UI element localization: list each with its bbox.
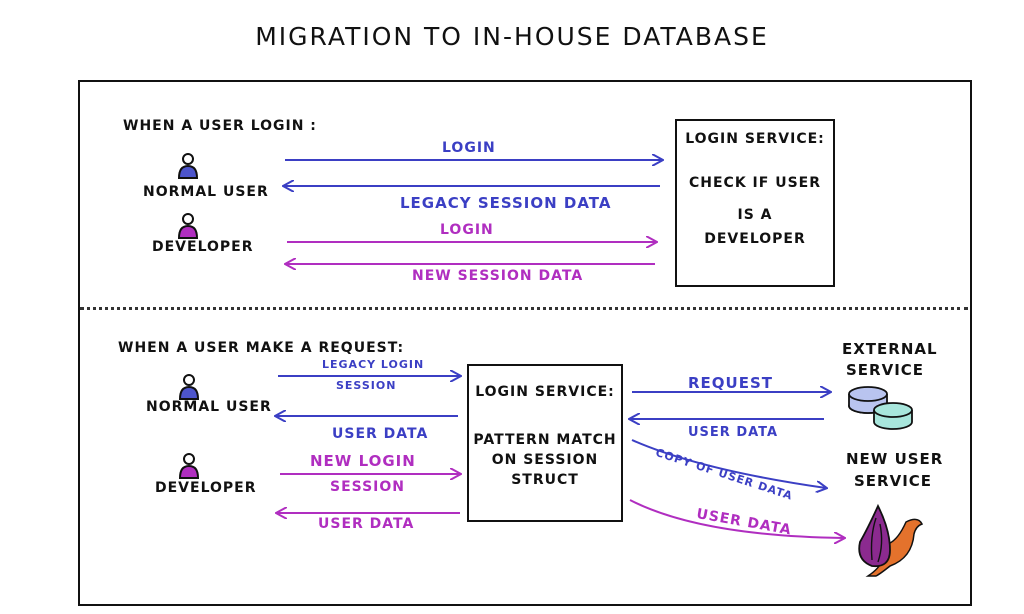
service-line: STRUCT <box>511 472 579 488</box>
new-user-service-label: SERVICE <box>854 472 933 490</box>
new-user-service-label: NEW USER <box>846 450 944 468</box>
normal-user-label: NORMAL USER <box>143 184 269 200</box>
arrow-new-login-label: SESSION <box>330 479 406 495</box>
user-icon <box>177 453 201 479</box>
service-line: ON SESSION <box>491 452 599 468</box>
arrow-user-data-label: USER DATA <box>318 516 415 532</box>
user-icon <box>177 374 201 400</box>
arrow-ext-user-data-label: USER DATA <box>688 425 779 440</box>
service-line: PATTERN MATCH <box>473 432 617 448</box>
section-divider <box>80 307 968 310</box>
normal-user-label: NORMAL USER <box>146 399 272 415</box>
user-icon <box>176 213 200 239</box>
elixir-phoenix-logo <box>850 500 930 580</box>
service-title: LOGIN SERVICE: <box>685 131 825 147</box>
login-service-box: LOGIN SERVICE: PATTERN MATCH ON SESSION … <box>467 364 623 522</box>
page-title: MIGRATION TO IN-HOUSE DATABASE <box>255 22 769 51</box>
service-line: DEVELOPER <box>704 231 806 247</box>
service-title: LOGIN SERVICE: <box>475 384 615 400</box>
arrow-user-data-label: USER DATA <box>332 426 429 442</box>
diagram-frame <box>78 80 972 606</box>
section2-heading: WHEN A USER MAKE A REQUEST: <box>118 340 405 356</box>
arrow-login-purple-label: LOGIN <box>440 222 494 238</box>
login-service-box: LOGIN SERVICE: CHECK IF USER IS A DEVELO… <box>675 119 835 287</box>
arrow-request-label: REQUEST <box>688 374 774 392</box>
developer-label: DEVELOPER <box>155 480 257 496</box>
service-line: CHECK IF USER <box>689 175 821 191</box>
section1-heading: WHEN A USER LOGIN : <box>123 118 317 134</box>
arrow-new-session-label: NEW SESSION DATA <box>412 268 584 284</box>
arrow-new-login-label: NEW LOGIN <box>310 452 416 470</box>
database-icon <box>846 384 916 436</box>
arrow-legacy-session-label: LEGACY SESSION DATA <box>400 194 612 212</box>
user-icon <box>176 153 200 179</box>
service-line: IS A <box>737 207 773 223</box>
arrow-login-label: LOGIN <box>442 140 496 156</box>
external-service-label: EXTERNAL <box>842 340 938 358</box>
arrow-copy-user-data <box>631 439 826 488</box>
arrow-new-user-data <box>629 499 844 538</box>
arrow-legacy-login-label: SESSION <box>336 379 397 392</box>
developer-label: DEVELOPER <box>152 239 254 255</box>
arrow-legacy-login-label: LEGACY LOGIN <box>322 358 425 371</box>
external-service-label: SERVICE <box>846 361 925 379</box>
